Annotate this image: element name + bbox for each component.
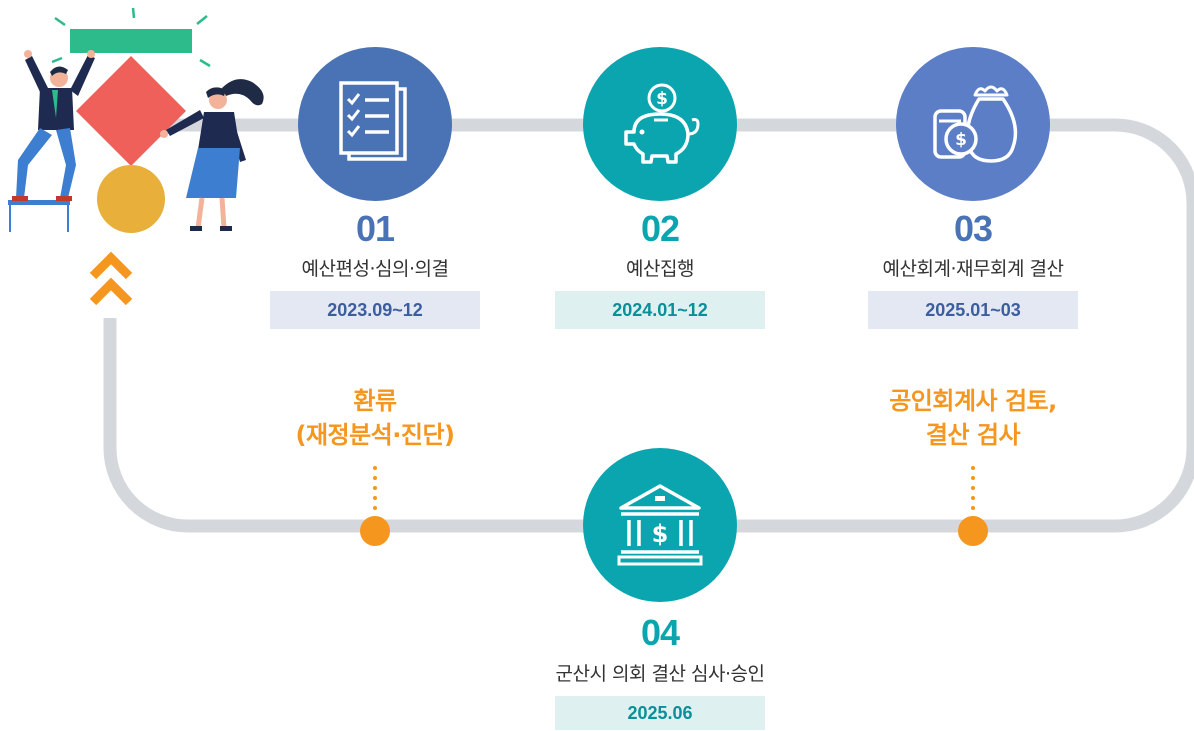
review-label: 공인회계사 검토, 결산 검사 (838, 384, 1108, 452)
review-marker (958, 516, 988, 546)
step-01-circle (298, 47, 452, 201)
step-04-period: 2025.06 (555, 696, 765, 730)
up-arrow-icon (89, 251, 133, 306)
review-line2: 결산 검사 (925, 421, 1021, 449)
feedback-marker (360, 516, 390, 546)
feedback-line2: (재정분석·진단) (295, 421, 455, 449)
step-02-period: 2024.01~12 (555, 291, 765, 329)
step-04-number: 04 (640, 612, 680, 653)
step-02-title: 예산집행 (626, 258, 694, 280)
step-01-title: 예산편성·심의·의결 (301, 258, 449, 280)
piggy-bank-icon: $ (624, 83, 700, 164)
step-02-circle: $ (583, 47, 737, 201)
step-02-number: 02 (640, 208, 680, 249)
review-connector (971, 466, 975, 516)
feedback-connector (373, 466, 377, 516)
step-04-circle: $ (583, 448, 737, 602)
bank-building-icon: $ (617, 484, 703, 566)
step-01-number: 01 (355, 208, 395, 249)
step-03-title: 예산회계·재무회계 결산 (882, 258, 1064, 280)
feedback-line1: 환류 (353, 387, 397, 415)
step-01-period: 2023.09~12 (270, 291, 480, 329)
svg-text:$: $ (652, 520, 669, 548)
review-line1: 공인회계사 검토, (889, 387, 1057, 415)
teamwork-illustration (8, 7, 264, 233)
step-04-title: 군산시 의회 결산 심사·승인 (555, 663, 765, 685)
step-03-period: 2025.01~03 (868, 291, 1078, 329)
svg-text:$: $ (955, 130, 967, 150)
checklist-document-icon (339, 81, 407, 161)
step-03-circle: $ (896, 47, 1050, 201)
feedback-label: 환류 (재정분석·진단) (255, 384, 495, 452)
step-03-number: 03 (953, 208, 993, 249)
money-bag-icon: $ (933, 85, 1018, 163)
svg-text:$: $ (656, 89, 668, 109)
